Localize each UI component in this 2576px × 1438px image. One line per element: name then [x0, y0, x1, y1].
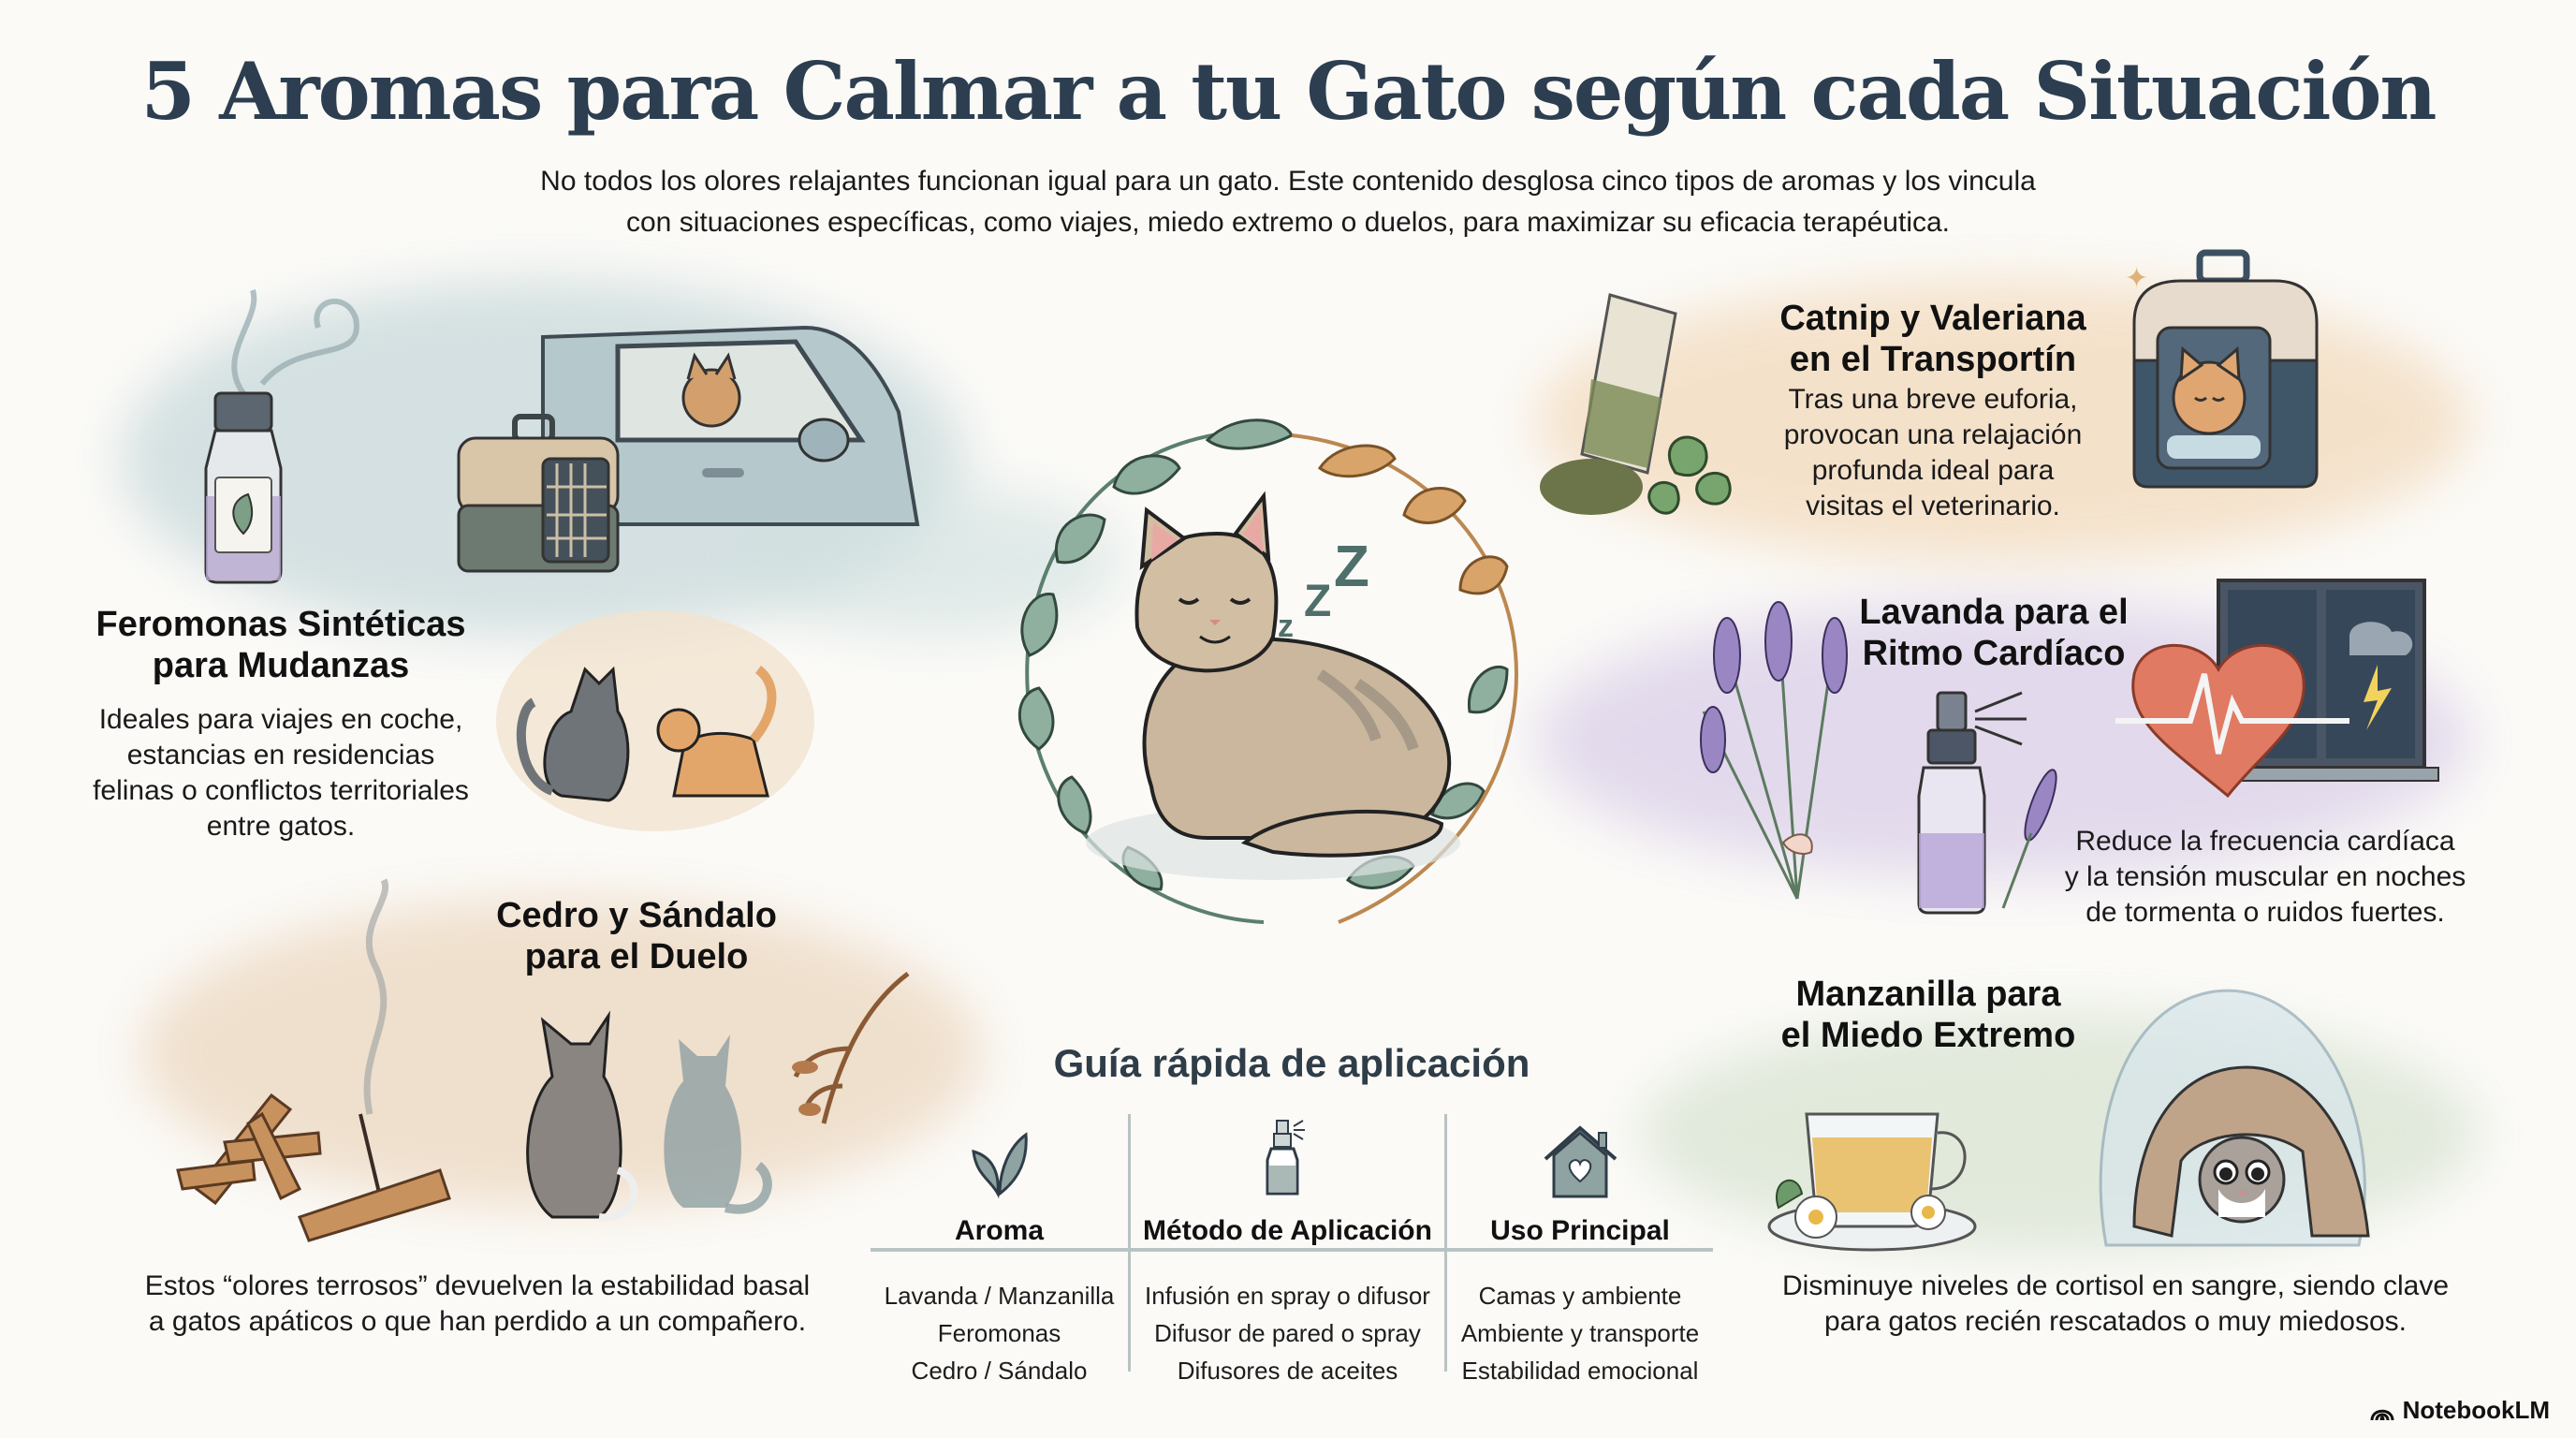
manzanilla-description: Disminuye niveles de cortisol en sangre,… [1781, 1270, 2450, 1337]
column-divider [1444, 1114, 1447, 1372]
two-cats-mourning-illustration [526, 1010, 772, 1222]
table-cell: Difusor de pared o spray [1154, 1319, 1421, 1347]
z-large: Z [1334, 535, 1369, 599]
car-with-cat-illustration [541, 325, 920, 526]
header-rule [871, 1248, 1713, 1252]
table-cell: Feromonas [937, 1319, 1061, 1347]
feromonas-description: Ideales para viajes en coche, estancias … [93, 704, 469, 842]
brand-label: NotebookLM [2402, 1396, 2550, 1424]
heart-storm-window-illustration [2115, 579, 2439, 799]
notebooklm-brand: NotebookLM [2369, 1396, 2550, 1425]
lavender-bouquet-illustration [1700, 601, 1848, 900]
guide-column-aroma: Aroma Lavanda / Manzanilla Feromonas Ced… [871, 1114, 1128, 1385]
table-cell: Ambiente y transporte [1460, 1319, 1700, 1347]
table-cell: Difusores de aceites [1177, 1357, 1398, 1385]
lavanda-heading: Lavanda para el Ritmo Cardíaco [1859, 593, 2129, 673]
diffuser-bottle-illustration [204, 289, 359, 584]
z-medium: Z [1304, 577, 1332, 626]
chamomile-tea-illustration [1767, 1112, 1977, 1252]
two-cats-greeting-illustration [496, 610, 814, 831]
table-cell: Infusión en spray o difusor [1145, 1282, 1430, 1310]
catnip-description: Tras una breve euforia, provocan una rel… [1783, 384, 2083, 521]
column-header: Aroma [954, 1215, 1045, 1246]
column-divider [1128, 1114, 1131, 1372]
quick-guide-table: Aroma Lavanda / Manzanilla Feromonas Ced… [871, 1114, 1713, 1385]
feromonas-heading: Feromonas Sintéticas para Mudanzas [95, 605, 466, 685]
spray-bottle-icon [1266, 1120, 1305, 1196]
guide-column-metodo: Método de Aplicación Infusión en spray o… [1131, 1114, 1444, 1385]
z-small: z [1278, 609, 1294, 644]
column-header: Uso Principal [1490, 1215, 1670, 1246]
lavender-spray-illustration [1917, 691, 2057, 915]
table-cell: Camas y ambiente [1478, 1282, 1682, 1310]
cat-in-carrier-illustration [2132, 249, 2319, 489]
table-cell: Lavanda / Manzanilla [884, 1282, 1115, 1310]
notebooklm-logo-icon [2370, 1409, 2394, 1420]
cedro-heading: Cedro y Sándalo para el Duelo [496, 896, 777, 976]
incense-wood-illustration [176, 878, 451, 1242]
guide-column-uso: Uso Principal Camas y ambiente Ambiente … [1447, 1114, 1713, 1385]
page-title: 5 Aromas para Calmar a tu Gato según cad… [140, 45, 2437, 138]
catnip-heading: Catnip y Valeriana en el Transportín [1779, 299, 2086, 379]
guide-title: Guía rápida de aplicación [1053, 1041, 1530, 1085]
sleeping-cat-wreath-illustration [1017, 418, 1519, 924]
dry-branch-illustration [792, 972, 910, 1124]
manzanilla-heading: Manzanilla para el Miedo Extremo [1780, 975, 2076, 1055]
cedro-description: Estos “olores terrosos” devuelven la est… [144, 1270, 811, 1337]
pet-carrier-illustration [457, 414, 620, 573]
table-cell: Estabilidad emocional [1461, 1357, 1699, 1385]
table-cell: Cedro / Sándalo [911, 1357, 1088, 1385]
house-heart-icon [1544, 1125, 1617, 1198]
lavanda-description: Reduce la frecuencia cardíaca y la tensi… [2064, 826, 2466, 928]
leaves-icon [971, 1132, 1028, 1199]
catnip-bag-illustration [1540, 293, 1732, 515]
sparkle-icon: ✦ [2125, 263, 2149, 294]
scared-cat-in-bubble-illustration [2099, 989, 2370, 1247]
column-header: Método de Aplicación [1143, 1215, 1432, 1246]
page-subtitle: No todos los olores relajantes funcionan… [524, 161, 2052, 243]
subtitle-line: con situaciones específicas, como viajes… [626, 207, 1950, 238]
subtitle-line: No todos los olores relajantes funcionan… [540, 166, 2036, 197]
